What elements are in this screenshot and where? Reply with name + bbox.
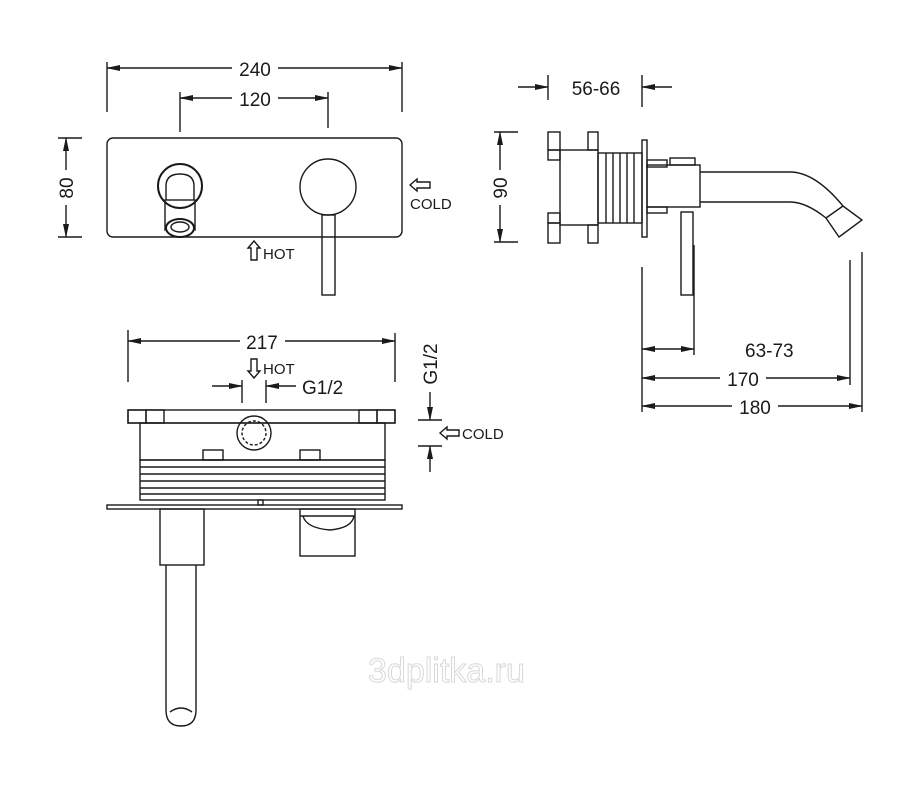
width-217-label: 217 bbox=[246, 333, 278, 354]
cold-label-top: COLD bbox=[462, 426, 504, 443]
plate-edge bbox=[106, 504, 403, 510]
cold-label: COLD bbox=[410, 196, 452, 213]
handle-knob bbox=[299, 158, 357, 216]
height-80-label: 80 bbox=[57, 177, 78, 198]
depth-56-66-label: 56-66 bbox=[572, 79, 621, 100]
thread-g12-vertical-label: G1/2 bbox=[421, 343, 442, 384]
spout-170-label: 170 bbox=[727, 370, 759, 391]
front-view: 240 120 80 COLD HOT bbox=[57, 60, 452, 296]
side-lever bbox=[680, 211, 694, 296]
hot-label-top: HOT bbox=[263, 361, 295, 378]
lever-63-73-label: 63-73 bbox=[745, 341, 794, 362]
wall-plate bbox=[641, 139, 648, 238]
side-view: 56-66 90 63-73 bbox=[491, 75, 864, 419]
width-240-label: 240 bbox=[239, 60, 271, 81]
hot-arrow-icon bbox=[246, 239, 262, 261]
spout bbox=[700, 171, 844, 219]
spout-180-label: 180 bbox=[739, 398, 771, 419]
height-90-label: 90 bbox=[491, 177, 512, 198]
handle-lever bbox=[321, 214, 336, 296]
spout-base bbox=[157, 163, 203, 209]
spout-base-top bbox=[159, 508, 205, 566]
cold-arrow-icon-top bbox=[438, 425, 460, 441]
spacing-120-label: 120 bbox=[239, 90, 271, 111]
knob-top bbox=[299, 508, 356, 557]
top-view: 217 HOT G1/2 G1/2 bbox=[106, 330, 504, 727]
hot-label: HOT bbox=[263, 246, 295, 263]
watermark: 3dplitka.ru bbox=[368, 652, 525, 690]
spout-tube bbox=[165, 565, 197, 727]
cold-arrow-icon bbox=[408, 177, 431, 193]
hot-arrow-down-icon bbox=[246, 358, 262, 380]
cover-plate bbox=[106, 137, 403, 238]
hot-inlet bbox=[236, 415, 272, 451]
thread-g12-label: G1/2 bbox=[302, 378, 343, 399]
spout-nozzle bbox=[825, 205, 864, 238]
